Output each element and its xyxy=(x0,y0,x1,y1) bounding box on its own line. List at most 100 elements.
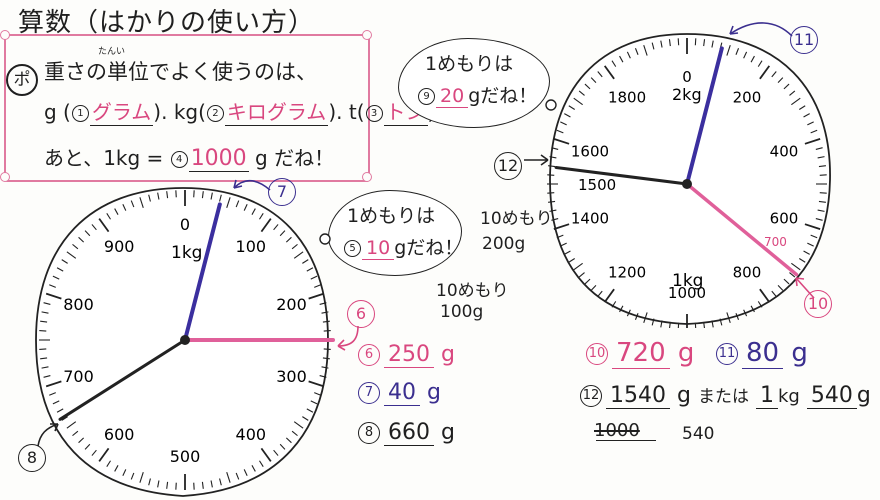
minor-tick xyxy=(166,191,169,199)
minor-tick xyxy=(810,129,818,134)
minor-tick xyxy=(777,77,784,84)
minor-tick xyxy=(310,275,318,280)
minor-tick xyxy=(651,318,655,326)
needle-black xyxy=(554,165,689,186)
work-remainder: 540 xyxy=(682,424,715,444)
left-scale-unit: 1kg xyxy=(171,243,202,263)
minor-tick xyxy=(807,242,814,247)
minor-tick xyxy=(306,408,314,413)
box-pin xyxy=(0,172,10,182)
arrow-7 xyxy=(233,179,271,191)
answer-unit: g xyxy=(677,383,691,408)
minor-tick xyxy=(43,375,51,378)
minor-tick xyxy=(735,48,740,55)
minor-tick xyxy=(803,250,810,255)
needle-blue xyxy=(183,202,222,342)
scale-label-200: 200 xyxy=(733,89,762,107)
bubble-left-line1: 1めもりは xyxy=(347,205,436,227)
note-left-100: 100g xyxy=(440,302,484,322)
bubble-left-value: 10 xyxy=(362,237,395,260)
right-label-2kg: 2kg xyxy=(672,85,702,104)
answer-number: 10 xyxy=(586,342,608,365)
minor-tick xyxy=(757,301,763,308)
right-label-700: 700 xyxy=(764,235,787,249)
minor-tick xyxy=(243,204,248,211)
answer-value: 1540 xyxy=(606,383,670,409)
arrow-12 xyxy=(524,154,549,166)
minor-tick xyxy=(130,472,135,480)
minor-tick xyxy=(626,309,631,317)
answer-or: または xyxy=(697,387,749,407)
minor-tick xyxy=(310,400,318,405)
minor-tick xyxy=(41,366,49,369)
answer-unit: g xyxy=(791,338,808,368)
minor-tick xyxy=(771,71,777,78)
minor-tick xyxy=(139,197,144,208)
minor-tick xyxy=(818,200,826,203)
minor-tick xyxy=(201,481,204,489)
minor-tick xyxy=(285,437,292,444)
minor-tick xyxy=(314,284,321,288)
minor-tick xyxy=(293,421,304,429)
minor-tick xyxy=(556,234,564,239)
scale-label-1200: 1200 xyxy=(608,263,646,281)
minor-tick xyxy=(703,321,705,328)
answer-1000: 1000 xyxy=(188,146,249,172)
minor-tick xyxy=(243,469,248,476)
major-tick xyxy=(98,447,110,462)
major-tick xyxy=(45,380,62,388)
minor-tick xyxy=(148,194,151,202)
separator: ). xyxy=(153,100,168,124)
minor-tick xyxy=(293,251,304,259)
bubble-left-suffix: gだね！ xyxy=(394,237,464,259)
answer-number: 11 xyxy=(716,342,738,365)
scale-label-300: 300 xyxy=(276,367,307,386)
minor-tick xyxy=(306,267,314,272)
minor-tick xyxy=(314,392,321,396)
answer-value: 80 xyxy=(742,338,784,369)
minor-tick xyxy=(279,230,286,237)
minor-tick xyxy=(783,83,790,90)
bubble-right-value: 20 xyxy=(436,85,469,108)
minor-tick xyxy=(634,313,639,320)
minor-tick xyxy=(49,284,56,288)
minor-tick xyxy=(319,375,327,378)
minor-tick xyxy=(803,113,810,118)
minor-tick xyxy=(789,272,796,278)
answer-number: 1 xyxy=(71,105,89,122)
minor-tick xyxy=(660,320,663,328)
answer-number: 5 xyxy=(344,240,361,257)
minor-tick xyxy=(568,258,575,263)
minor-tick xyxy=(711,320,714,328)
minor-tick xyxy=(791,262,801,271)
minor-tick xyxy=(643,44,648,56)
callout-6: 6 xyxy=(347,300,375,328)
major-tick xyxy=(45,292,62,300)
answer-value: 250 xyxy=(384,342,434,368)
scale-label-400: 400 xyxy=(770,143,799,161)
minor-tick xyxy=(799,258,806,263)
answer-number: 3 xyxy=(365,105,383,122)
scale-label-0: 0 xyxy=(682,68,692,86)
minor-tick xyxy=(578,272,585,278)
answer-number: 4 xyxy=(170,151,188,168)
point-line-1: 重さの単位でよく使うのは、 xyxy=(44,60,317,84)
minor-tick xyxy=(551,218,559,221)
page-title: 算数（はかりの使い方） xyxy=(18,8,316,38)
needle-blue xyxy=(685,46,724,186)
unit-kg: kg xyxy=(173,100,199,124)
box-pin xyxy=(362,172,372,182)
minor-tick xyxy=(302,416,309,421)
callout-12: 12 xyxy=(494,152,522,180)
scale-label-600: 600 xyxy=(104,425,135,444)
major-tick xyxy=(260,447,272,462)
bubble-right-suffix: gだね！ xyxy=(468,85,538,107)
scale-label-800: 800 xyxy=(63,295,94,314)
minor-tick xyxy=(726,44,731,56)
minor-tick xyxy=(750,55,755,63)
minor-tick xyxy=(285,236,292,243)
